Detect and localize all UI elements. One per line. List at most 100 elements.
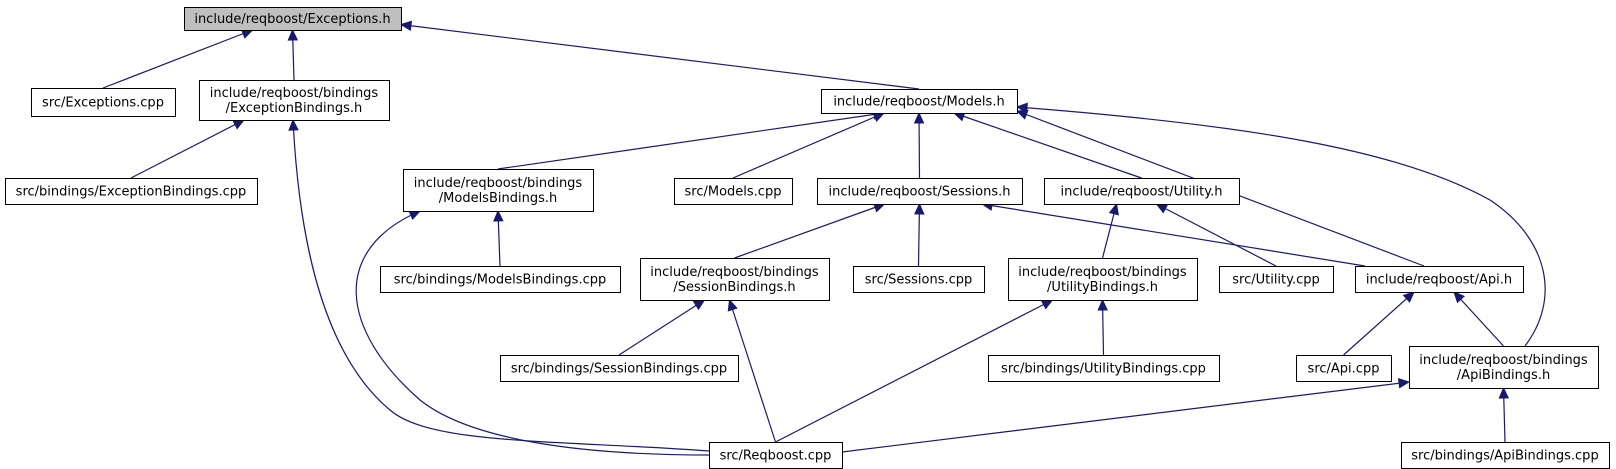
node-box[interactable]: [1219, 266, 1334, 293]
edges-layer: [102, 20, 1546, 456]
arrowhead: [288, 118, 299, 131]
node-box[interactable]: [31, 88, 176, 117]
node-label: src/bindings/UtilityBindings.cpp: [1001, 362, 1206, 377]
node-apibindings-cpp[interactable]: src/bindings/ApiBindings.cpp: [1401, 442, 1610, 469]
node-label: include/reqboost/Exceptions.h: [194, 12, 390, 27]
node-box[interactable]: [640, 258, 830, 301]
arrowhead: [1108, 202, 1119, 216]
edge-exceptionbindings-cpp-to-exceptionbindings-h: [130, 119, 246, 179]
node-box[interactable]: [1296, 355, 1392, 382]
edge-apibindings-cpp-to-apibindings-h: [1498, 386, 1510, 443]
node-label: include/reqboost/bindings: [650, 265, 819, 280]
node-label: include/reqboost/Models.h: [833, 95, 1004, 110]
node-box[interactable]: [817, 178, 1023, 205]
node-box[interactable]: [674, 178, 793, 205]
arrowhead: [408, 210, 422, 221]
node-sessions-h[interactable]: include/reqboost/Sessions.h: [817, 178, 1023, 205]
edge-reqboost-cpp-to-modelsbindings-h: [355, 210, 710, 456]
node-label: src/bindings/SessionBindings.cpp: [511, 362, 727, 377]
node-apibindings-h[interactable]: include/reqboost/bindings/ApiBindings.h: [1409, 346, 1599, 389]
edge-line: [953, 112, 1142, 179]
node-label: src/bindings/ApiBindings.cpp: [1411, 449, 1598, 464]
node-box[interactable]: [1008, 258, 1198, 301]
node-box[interactable]: [1401, 442, 1610, 469]
edge-models-h-to-exceptions-h: [399, 20, 920, 90]
arrowhead: [692, 299, 706, 311]
arrowhead: [1453, 291, 1465, 304]
node-label: src/Exceptions.cpp: [42, 96, 164, 111]
node-box[interactable]: [1044, 178, 1240, 205]
node-box[interactable]: [184, 7, 402, 31]
node-box[interactable]: [500, 355, 739, 382]
node-label: include/reqboost/bindings: [210, 86, 379, 101]
arrowhead: [1498, 386, 1510, 399]
node-exceptions-h[interactable]: include/reqboost/Exceptions.h: [184, 7, 402, 31]
node-box[interactable]: [709, 442, 843, 469]
node-label: include/reqboost/bindings: [1419, 353, 1588, 368]
arrowhead: [1397, 378, 1411, 389]
edge-sessionbindings-h-to-sessions-h: [734, 202, 886, 259]
edge-line: [292, 119, 710, 452]
node-api-cpp[interactable]: src/Api.cpp: [1296, 355, 1392, 382]
arrowhead: [1402, 291, 1415, 303]
edge-utility-h-to-models-h: [952, 111, 1142, 179]
node-label: include/reqboost/bindings: [1018, 265, 1187, 280]
node-models-cpp[interactable]: src/Models.cpp: [674, 178, 793, 205]
arrowhead: [287, 28, 299, 41]
node-label: src/Sessions.cpp: [865, 273, 973, 288]
edge-line: [102, 29, 253, 89]
edge-line: [355, 210, 710, 456]
edge-reqboost-cpp-to-apibindings-h: [841, 378, 1411, 453]
node-label: src/Reqboost.cpp: [720, 449, 832, 464]
edge-line: [775, 299, 1053, 443]
node-sessionbindings-cpp[interactable]: src/bindings/SessionBindings.cpp: [500, 355, 739, 382]
node-utility-cpp[interactable]: src/Utility.cpp: [1219, 266, 1334, 293]
node-label: src/Api.cpp: [1308, 362, 1380, 377]
node-box[interactable]: [380, 266, 621, 293]
node-box[interactable]: [821, 89, 1018, 114]
edge-line: [732, 112, 885, 179]
edge-exceptions-cpp-to-exceptions-h: [102, 28, 254, 89]
edge-utilitybindings-cpp-to-utilitybindings-h: [1097, 298, 1108, 356]
edge-reqboost-cpp-to-sessionbindings-h: [727, 298, 777, 443]
node-exceptionbindings-h[interactable]: include/reqboost/bindings/ExceptionBindi…: [199, 80, 390, 121]
arrowhead: [913, 111, 925, 124]
node-label: include/reqboost/Api.h: [1366, 273, 1512, 288]
arrowhead: [1155, 203, 1169, 214]
edge-apibindings-h-to-api-h: [1453, 291, 1504, 347]
edge-api-h-to-sessions-h: [980, 200, 1366, 267]
node-reqboost-cpp[interactable]: src/Reqboost.cpp: [709, 442, 843, 469]
node-sessionbindings-h[interactable]: include/reqboost/bindings/SessionBinding…: [640, 258, 830, 301]
node-box[interactable]: [1355, 266, 1524, 293]
node-modelsbindings-h[interactable]: include/reqboost/bindings/ModelsBindings…: [403, 169, 594, 212]
node-sessions-cpp[interactable]: src/Sessions.cpp: [853, 266, 985, 293]
node-api-h[interactable]: include/reqboost/Api.h: [1355, 266, 1524, 293]
node-box[interactable]: [199, 80, 390, 121]
node-label: /ExceptionBindings.h: [226, 101, 363, 116]
node-box[interactable]: [1409, 346, 1599, 389]
node-exceptionbindings-cpp[interactable]: src/bindings/ExceptionBindings.cpp: [5, 178, 258, 205]
node-utility-h[interactable]: include/reqboost/Utility.h: [1044, 178, 1240, 205]
node-label: include/reqboost/Utility.h: [1061, 185, 1223, 200]
arrowhead: [1040, 299, 1054, 310]
edge-line: [497, 112, 885, 170]
edge-utilitybindings-h-to-utility-h: [1101, 202, 1119, 259]
edge-line: [728, 299, 777, 443]
arrowhead: [493, 209, 504, 222]
edge-line: [734, 203, 885, 259]
node-box[interactable]: [853, 266, 985, 293]
edge-line: [1016, 106, 1546, 347]
edge-line: [618, 299, 705, 356]
edge-line: [1343, 291, 1415, 356]
node-models-h[interactable]: include/reqboost/Models.h: [821, 89, 1018, 114]
node-box[interactable]: [5, 178, 258, 205]
edge-line: [130, 119, 245, 179]
node-box[interactable]: [403, 169, 594, 212]
node-utilitybindings-cpp[interactable]: src/bindings/UtilityBindings.cpp: [988, 355, 1220, 382]
node-utilitybindings-h[interactable]: include/reqboost/bindings/UtilityBinding…: [1008, 258, 1198, 301]
edge-line: [1156, 203, 1277, 267]
node-modelsbindings-cpp[interactable]: src/bindings/ModelsBindings.cpp: [380, 266, 621, 293]
node-box[interactable]: [988, 355, 1220, 382]
node-exceptions-cpp[interactable]: src/Exceptions.cpp: [31, 88, 176, 117]
node-label: include/reqboost/Sessions.h: [829, 185, 1011, 200]
